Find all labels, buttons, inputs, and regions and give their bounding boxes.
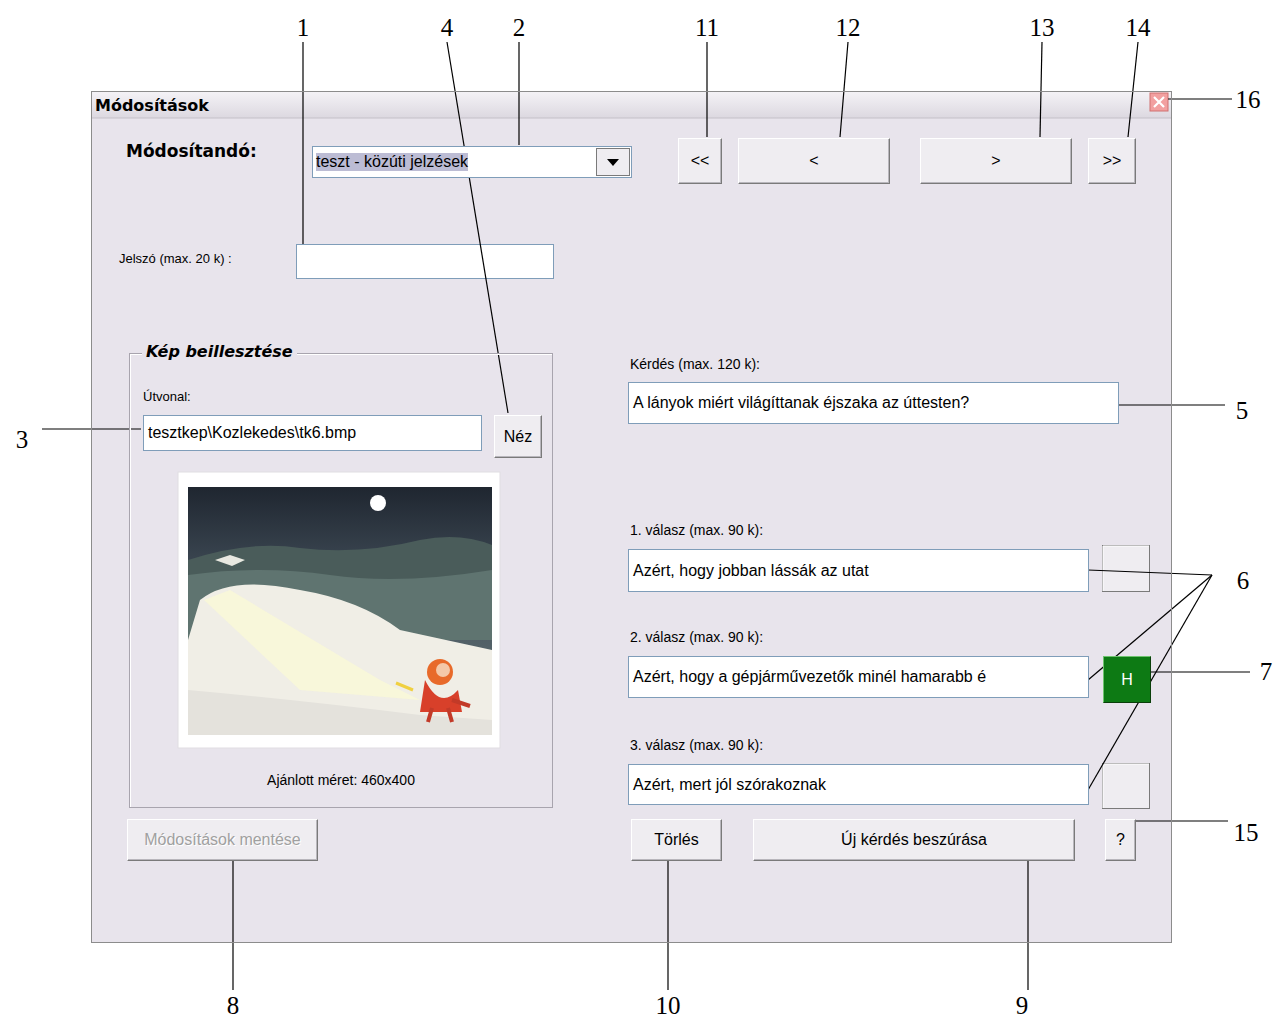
field-label: Módosítandó: xyxy=(126,141,257,161)
field-label: 3. válasz (max. 90 k): xyxy=(630,737,763,753)
callout-number: 5 xyxy=(1236,397,1249,425)
callout-number: 12 xyxy=(836,14,861,42)
field-label: Kérdés (max. 120 k): xyxy=(630,356,760,372)
question-input: A lányok miért világíttanak éjszaka az ú… xyxy=(628,382,1119,424)
correct-answer-button: H xyxy=(1103,656,1151,703)
field-label: 1. válasz (max. 90 k): xyxy=(630,522,763,538)
image-group: Kép beillesztésetesztkep\Kozlekedes\tk6.… xyxy=(129,353,553,808)
answer-input: Azért, hogy jobban lássák az utat xyxy=(628,549,1089,592)
prev-button: < xyxy=(738,138,890,184)
insert-button: Új kérdés beszúrása xyxy=(753,819,1075,861)
control-text: tesztkep\Kozlekedes\tk6.bmp xyxy=(148,424,356,442)
callout-number: 13 xyxy=(1030,14,1055,42)
callout-number: 3 xyxy=(16,426,29,454)
control-text: Azért, mert jól szórakoznak xyxy=(633,776,826,794)
answer-input: Azért, hogy a gépjárművezetők minél hama… xyxy=(628,656,1089,698)
control-text: > xyxy=(991,152,1000,170)
next-button: > xyxy=(920,138,1072,184)
callout-number: 11 xyxy=(695,14,719,42)
password-input xyxy=(297,245,554,279)
view-button: Néz xyxy=(494,415,542,458)
field-label: 2. válasz (max. 90 k): xyxy=(630,629,763,645)
dropdown-arrow xyxy=(596,148,630,176)
control-text: ? xyxy=(1116,831,1125,849)
dropdown: teszt - közúti jelzések xyxy=(312,146,632,178)
control-text: Törlés xyxy=(654,831,698,849)
title-bar-edge xyxy=(92,118,1171,119)
callout-number: 9 xyxy=(1016,992,1029,1020)
path-input: tesztkep\Kozlekedes\tk6.bmp xyxy=(143,415,482,451)
group-title: Kép beillesztése xyxy=(142,342,297,361)
delete-button: Törlés xyxy=(631,819,722,861)
field-label: Útvonal: xyxy=(143,389,191,404)
control-text: A lányok miért világíttanak éjszaka az ú… xyxy=(633,394,969,412)
callout-number: 16 xyxy=(1236,86,1261,114)
callout-number: 6 xyxy=(1237,567,1250,595)
window-ground xyxy=(91,91,1172,943)
control-text: < xyxy=(809,152,818,170)
control-text: >> xyxy=(1103,152,1122,170)
answer-input: Azért, mert jól szórakoznak xyxy=(628,764,1089,805)
answer-button xyxy=(1103,764,1150,809)
illustration xyxy=(178,472,500,748)
control-text: << xyxy=(691,152,710,170)
answer-button xyxy=(1103,546,1150,592)
callout-number: 7 xyxy=(1260,658,1273,686)
control-text: H xyxy=(1121,671,1133,689)
control-text: Néz xyxy=(504,428,532,446)
callout-number: 15 xyxy=(1234,819,1259,847)
first-button: << xyxy=(678,138,722,184)
control-text: Azért, hogy jobban lássák az utat xyxy=(633,562,869,580)
control-text: Azért, hogy a gépjárművezetők minél hama… xyxy=(633,668,986,686)
control-text: Új kérdés beszúrása xyxy=(841,831,987,849)
window-title: Módosítások xyxy=(95,96,209,115)
save-button: Módosítások mentése xyxy=(127,819,318,861)
field-label: Jelszó (max. 20 k) : xyxy=(119,251,232,266)
leader-lines xyxy=(42,42,1250,990)
callout-number: 10 xyxy=(656,992,681,1020)
callout-number: 8 xyxy=(227,992,240,1020)
help-button: ? xyxy=(1105,819,1136,861)
callout-number: 2 xyxy=(513,14,526,42)
control-text: Módosítások mentése xyxy=(144,831,301,849)
dialog-window: Módosításokteszt - közúti jelzések<<<>>>… xyxy=(91,91,1172,943)
control-text: teszt - közúti jelzések xyxy=(316,153,468,171)
last-button: >> xyxy=(1088,138,1136,184)
callout-number: 1 xyxy=(297,14,310,42)
callout-number: 14 xyxy=(1126,14,1151,42)
close-button xyxy=(1150,93,1168,111)
field-label: Ajánlott méret: 460x400 xyxy=(267,772,415,788)
callout-number: 4 xyxy=(441,14,454,42)
title-bar xyxy=(92,92,1171,118)
